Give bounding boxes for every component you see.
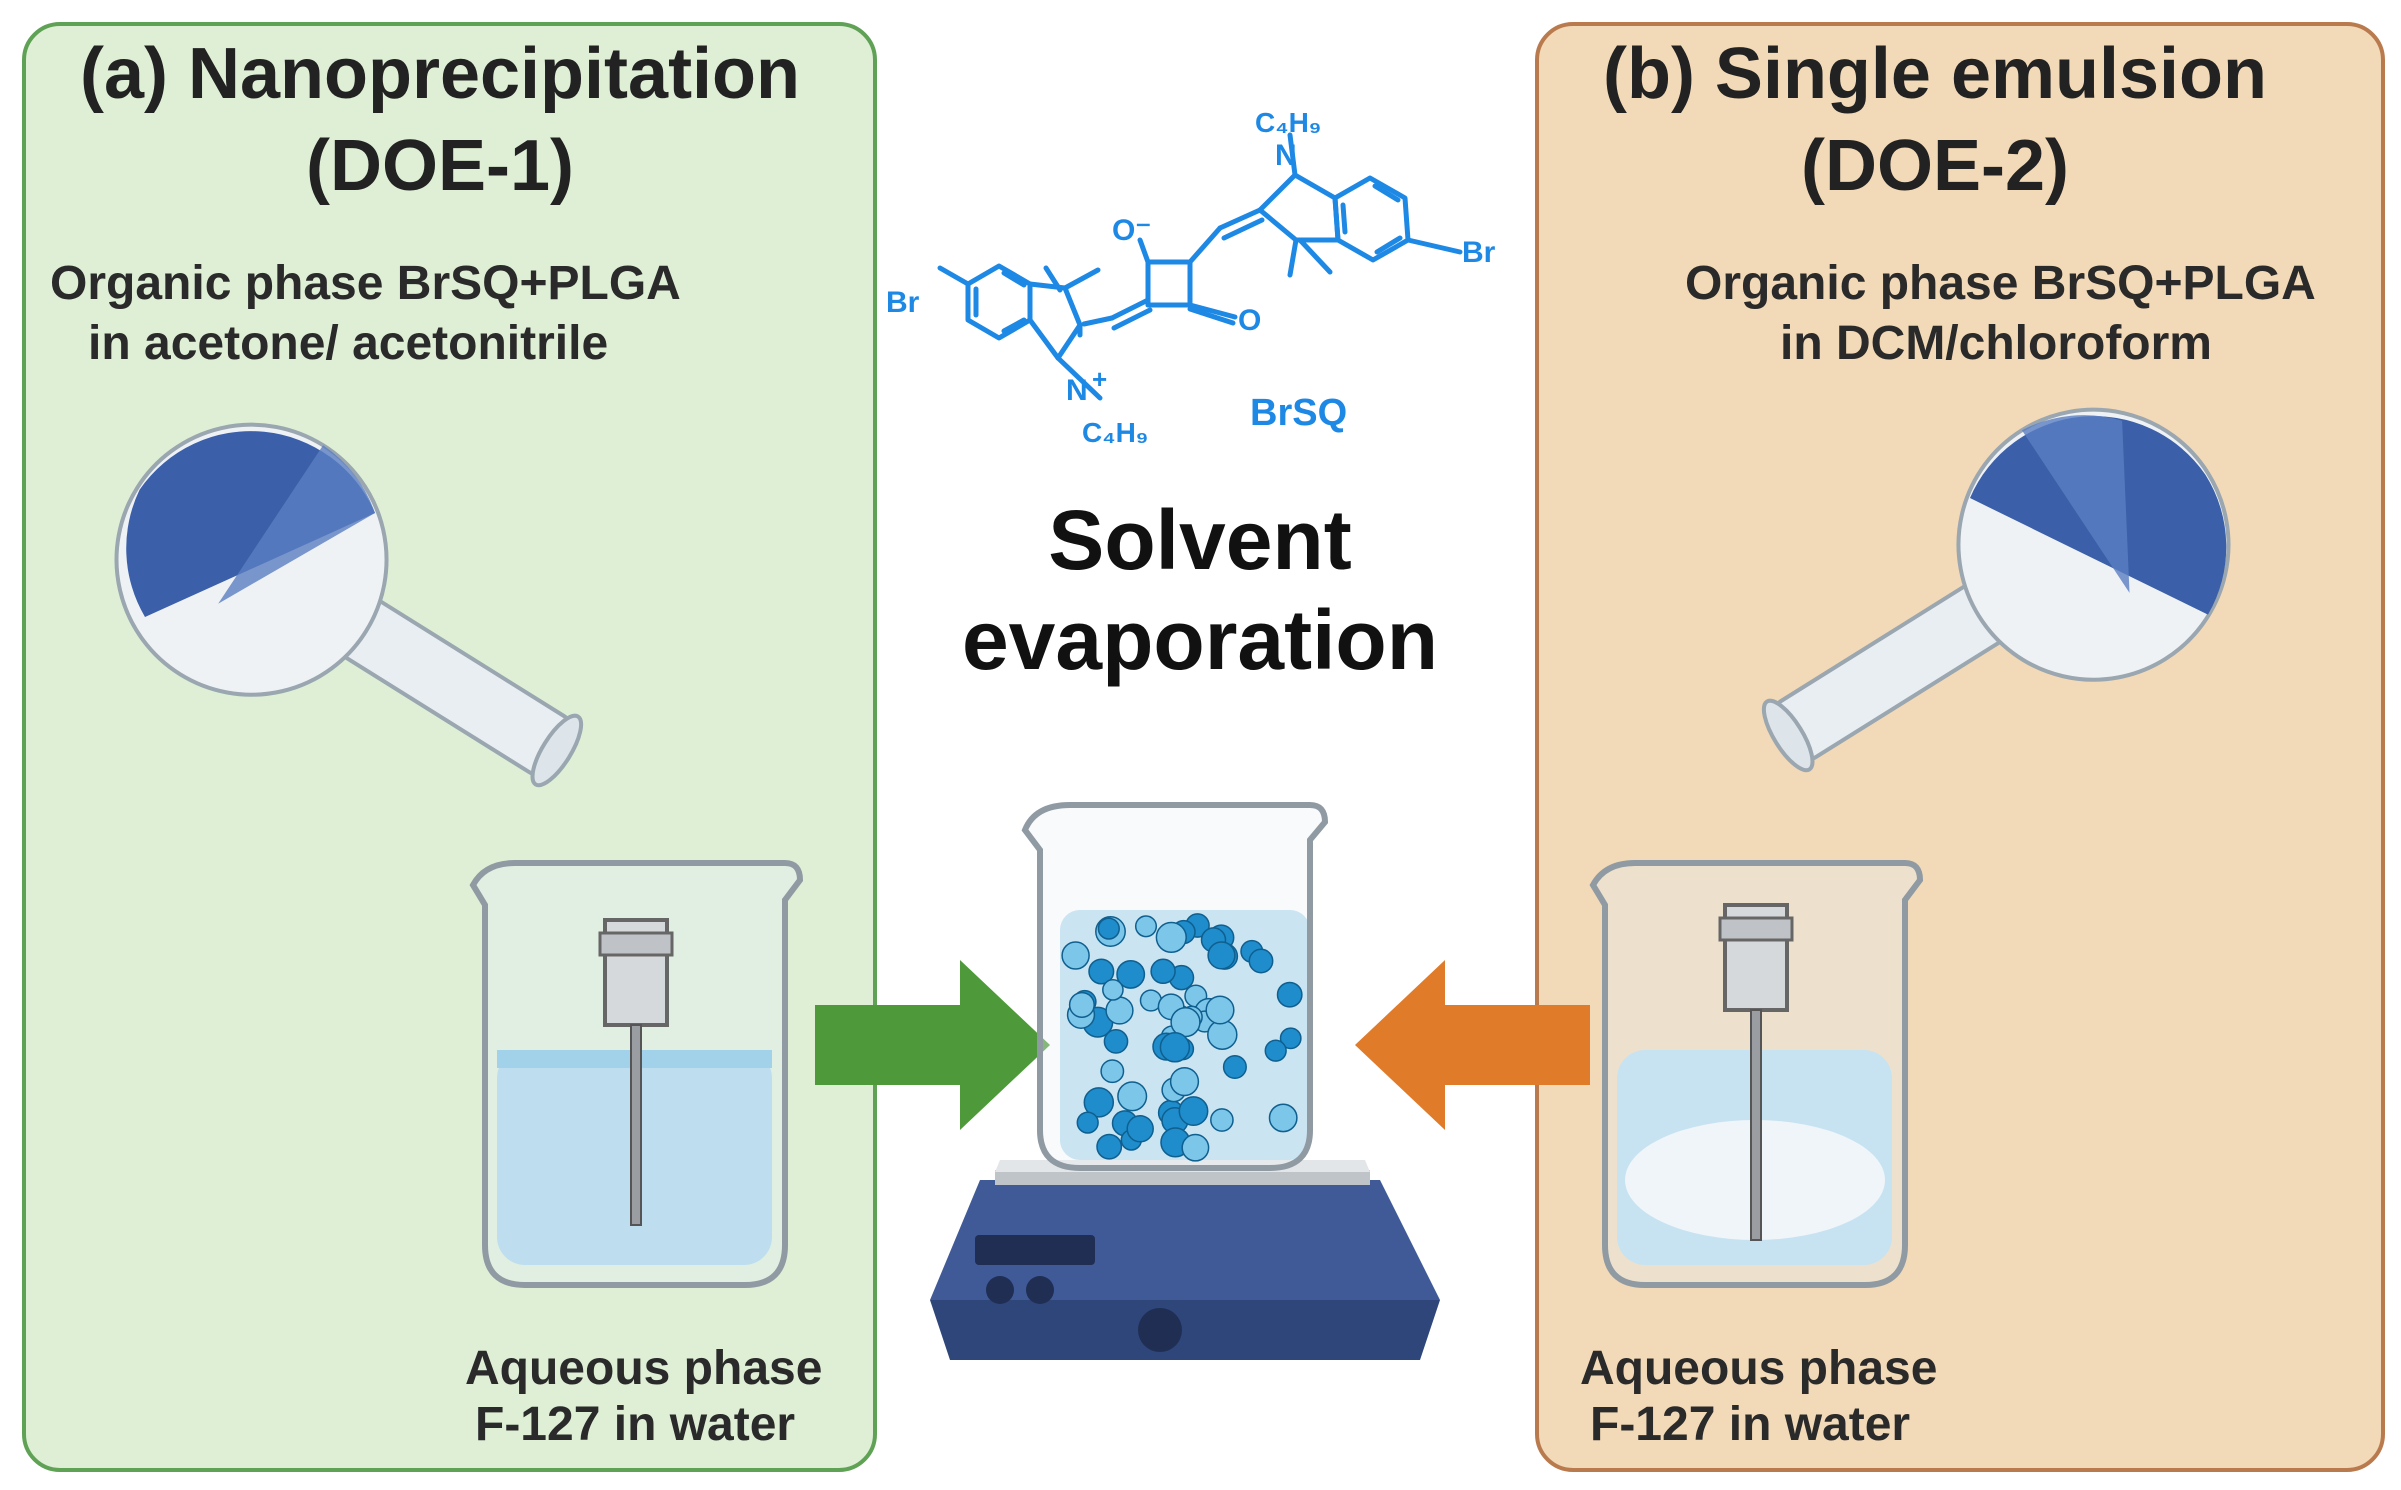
- nanoparticle: [1117, 1081, 1148, 1112]
- panel-b-aqueous-line2: F-127 in water: [1590, 1398, 1911, 1451]
- br-right-label: Br: [1462, 236, 1496, 269]
- beaker-right: [1589, 860, 1924, 1288]
- o-minus-label: O⁻: [1112, 214, 1151, 247]
- n-top-label: N: [1275, 139, 1297, 172]
- brsq-name: BrSQ: [1250, 392, 1347, 434]
- panel-b-title-line2: (DOE-2): [1801, 126, 2069, 206]
- nanoparticle: [1205, 995, 1235, 1025]
- nanoparticle: [1105, 996, 1134, 1025]
- br-left-label: Br: [886, 286, 920, 319]
- o-ketone-label: O: [1238, 304, 1261, 337]
- arrow-left-to-center: [815, 960, 1050, 1130]
- nanoparticle: [1279, 1027, 1302, 1050]
- flask-right: [1761, 407, 2231, 773]
- nanoparticle: [1102, 979, 1124, 1001]
- nanoparticle: [1155, 921, 1187, 954]
- alkyl-bottom-label: C₄H₉: [1082, 417, 1148, 448]
- nanoparticle: [1088, 958, 1115, 985]
- brsq-atom-labels: Br Br N + C₄H₉ N C₄H₉ O⁻ O BrSQ: [886, 107, 1496, 448]
- nanoparticle: [1076, 1111, 1099, 1134]
- n-bottom-charge: +: [1092, 364, 1107, 394]
- center-title-line1: Solvent: [1048, 493, 1352, 587]
- panel-a-title-line1: (a) Nanoprecipitation: [79, 34, 801, 114]
- panel-b-aqueous-line1: Aqueous phase: [1580, 1342, 1938, 1395]
- nanoparticle: [1207, 941, 1236, 970]
- nanoparticle: [1116, 959, 1146, 989]
- nanoparticle: [1134, 915, 1158, 938]
- beaker-left: [469, 860, 804, 1288]
- center-title-line2: evaporation: [961, 593, 1439, 687]
- flask-left: [114, 422, 584, 788]
- panel-b-organic-line1: Organic phase BrSQ+PLGA: [1685, 257, 2316, 310]
- nanoparticle: [1210, 1108, 1234, 1132]
- panel-a-aqueous-line1: Aqueous phase: [465, 1342, 823, 1395]
- nanoparticle: [1268, 1103, 1298, 1133]
- nanoparticle: [1222, 1054, 1247, 1080]
- nanoparticle: [1103, 1029, 1129, 1054]
- nanoparticles: [1061, 913, 1303, 1162]
- nanoparticle: [1276, 981, 1303, 1008]
- nanoparticle: [1100, 1059, 1125, 1084]
- nanoparticle: [1096, 1133, 1123, 1160]
- nanoparticle: [1181, 1133, 1210, 1162]
- n-bottom-label: N: [1066, 374, 1088, 407]
- nanoparticle: [1169, 1066, 1200, 1097]
- brsq-structure: Br Br N + C₄H₉ N C₄H₉ O⁻ O BrSQ: [886, 107, 1496, 448]
- panel-a-organic-line2: in acetone/ acetonitrile: [88, 317, 609, 370]
- nanoparticle: [1061, 941, 1090, 970]
- nanoparticle: [1068, 991, 1095, 1018]
- nanoparticle: [1083, 1087, 1115, 1118]
- nanoparticle: [1150, 958, 1176, 985]
- nanoparticle: [1126, 1115, 1154, 1143]
- nanoparticle: [1159, 1032, 1191, 1063]
- arrow-right-to-center: [1355, 960, 1590, 1130]
- panel-a-organic-line1: Organic phase BrSQ+PLGA: [50, 257, 681, 310]
- nanoparticle: [1248, 948, 1274, 974]
- alkyl-top-label: C₄H₉: [1255, 107, 1321, 138]
- panel-b-organic-line2: in DCM/chloroform: [1780, 317, 2212, 370]
- nanoparticle: [1264, 1039, 1287, 1062]
- nanoparticle: [1097, 917, 1120, 940]
- hotplate-with-beaker: [930, 802, 1440, 1360]
- panel-b-title-line1: (b) Single emulsion: [1602, 34, 2268, 114]
- brsq-bonds: [937, 132, 1463, 401]
- nanoparticle: [1207, 1019, 1238, 1050]
- nanoparticle: [1178, 1096, 1209, 1127]
- panel-a-title-line2: (DOE-1): [306, 126, 574, 206]
- panel-a-aqueous-line2: F-127 in water: [475, 1398, 796, 1451]
